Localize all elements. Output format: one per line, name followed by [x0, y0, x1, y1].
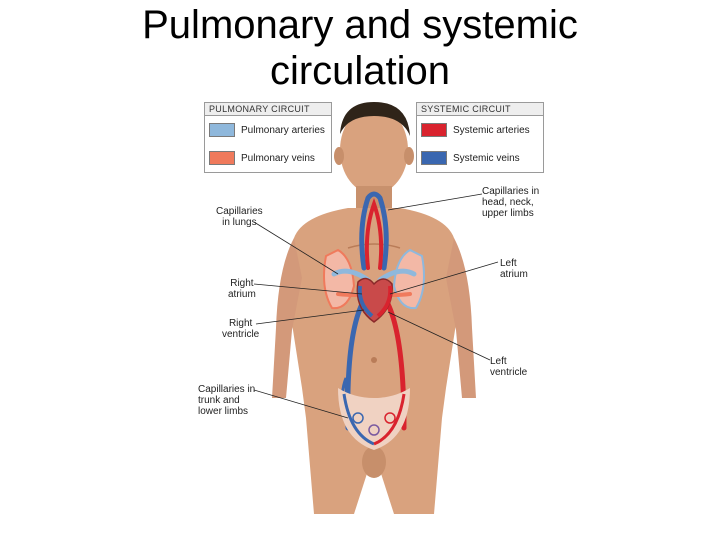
arm-left	[272, 238, 302, 398]
head-artery-loop	[364, 198, 384, 270]
groin	[362, 446, 386, 478]
pulmonary-veins-label: Pulmonary veins	[241, 152, 315, 164]
slide-title: Pulmonary and systemic circulation	[0, 2, 720, 94]
label-capillaries-lungs: Capillaries in lungs	[216, 206, 263, 228]
hair	[340, 102, 410, 136]
label-capillaries-trunk: Capillaries in trunk and lower limbs	[198, 384, 256, 417]
capillary-bed-lower	[338, 388, 410, 450]
capillary-loop-a	[352, 412, 364, 424]
pulmonary-arteries-swatch	[209, 123, 235, 137]
leader-capillaries-head	[387, 193, 483, 211]
leader-right-ventricle	[255, 309, 365, 325]
pulmonary-legend: PULMONARY CIRCUIT Pulmonary arteries Pul…	[204, 102, 332, 173]
pulmonary-veins-swatch	[209, 151, 235, 165]
systemic-legend: SYSTEMIC CIRCUIT Systemic arteries Syste…	[416, 102, 544, 173]
systemic-legend-heading: SYSTEMIC CIRCUIT	[417, 103, 543, 116]
pulmonary-legend-heading: PULMONARY CIRCUIT	[205, 103, 331, 116]
right-heart	[357, 285, 374, 318]
label-right-atrium: Right atrium	[228, 278, 256, 300]
navel	[371, 357, 377, 363]
pulmonary-artery-left	[377, 268, 417, 283]
label-left-ventricle: Left ventricle	[490, 356, 528, 378]
ear-left	[334, 147, 344, 165]
body-illustration	[253, 102, 499, 514]
pulmonary-arteries-label: Pulmonary arteries	[241, 124, 325, 136]
head-vein-loop	[359, 191, 389, 271]
title-line-2: circulation	[269, 49, 451, 93]
title-line-1: Pulmonary and systemic	[142, 3, 578, 47]
capillary-loop-b	[384, 412, 396, 424]
label-left-atrium: Left atrium	[500, 258, 528, 280]
leader-capillaries-lungs	[253, 221, 339, 275]
capillary-loop-c	[368, 424, 380, 436]
left-heart	[376, 285, 393, 318]
systemic-arteries-swatch	[421, 123, 447, 137]
legend-row-systemic-arteries: Systemic arteries	[417, 116, 543, 144]
leader-right-atrium	[253, 283, 363, 295]
leader-capillaries-trunk	[253, 389, 349, 419]
legs	[306, 418, 442, 514]
circulation-figure: PULMONARY CIRCUIT Pulmonary arteries Pul…	[198, 98, 550, 514]
leader-lines	[253, 193, 499, 419]
systemic-veins-swatch	[421, 151, 447, 165]
lower-artery-net	[373, 393, 406, 446]
systemic-arteries-label: Systemic arteries	[453, 124, 530, 136]
leader-left-ventricle	[387, 311, 491, 361]
ear-right	[404, 147, 414, 165]
lower-capillaries	[338, 388, 410, 450]
chest-line	[347, 243, 401, 249]
lower-vein-net	[342, 393, 375, 446]
legend-row-pulmonary-arteries: Pulmonary arteries	[205, 116, 331, 144]
legend-row-systemic-veins: Systemic veins	[417, 144, 543, 172]
heart	[356, 277, 393, 323]
label-capillaries-head: Capillaries in head, neck, upper limbs	[482, 186, 540, 219]
leader-left-atrium	[389, 261, 499, 295]
arm-right	[446, 238, 476, 398]
label-right-ventricle: Right ventricle	[222, 318, 260, 340]
legend-row-pulmonary-veins: Pulmonary veins	[205, 144, 331, 172]
systemic-veins-label: Systemic veins	[453, 152, 520, 164]
head	[340, 106, 408, 194]
